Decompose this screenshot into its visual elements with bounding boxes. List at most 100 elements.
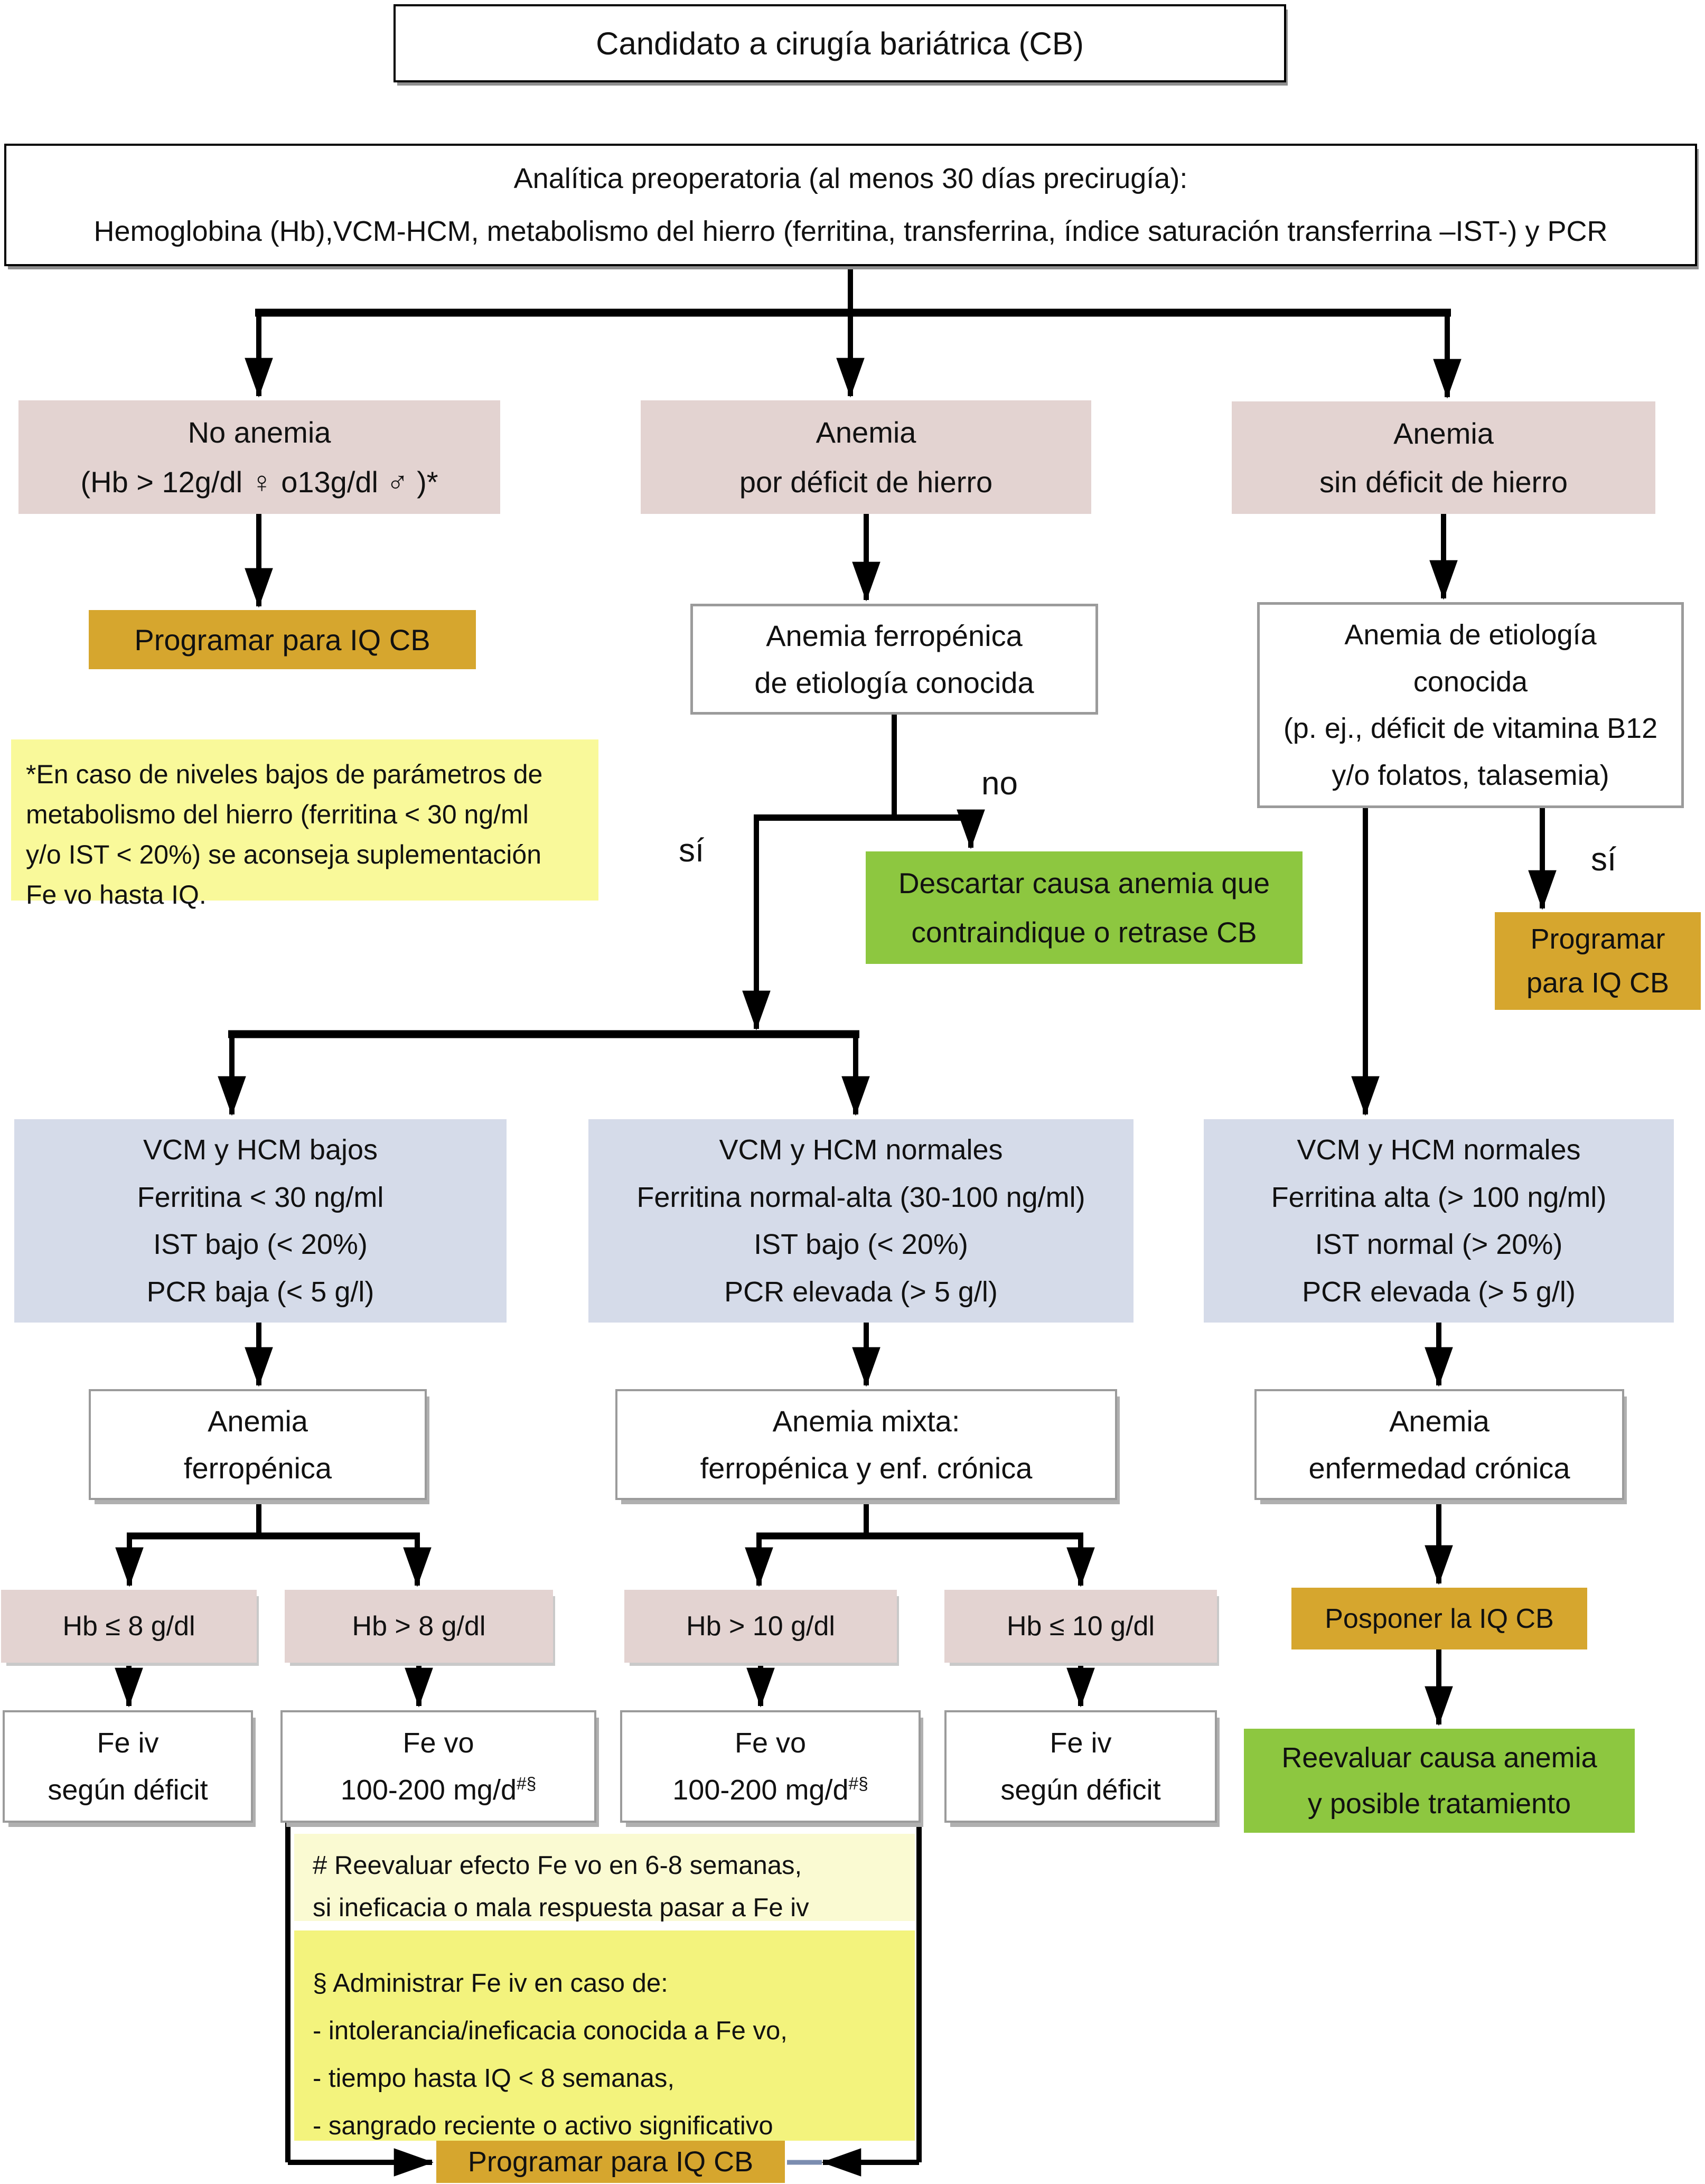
action-postpone-iq: Posponer la IQ CB bbox=[1291, 1588, 1587, 1649]
node-line: ferropénica bbox=[183, 1451, 332, 1485]
node-line: Anemia bbox=[1389, 1404, 1489, 1438]
footnote-line: # Reevaluar efecto Fe vo en 6-8 semanas, bbox=[313, 1851, 802, 1880]
footnote-line: metabolismo del hierro (ferritina < 30 n… bbox=[26, 800, 529, 829]
node-line: según déficit bbox=[48, 1774, 208, 1806]
node-line: IST bajo (< 20%) bbox=[153, 1229, 368, 1261]
node-line: y/o folatos, talasemia) bbox=[1332, 759, 1609, 791]
footnote-line: *En caso de niveles bajos de parámetros … bbox=[26, 760, 543, 789]
node-line: Fe iv bbox=[1050, 1727, 1112, 1759]
node-line: 100-200 mg/d#§ bbox=[283, 1774, 594, 1806]
analytics-line2: Hemoglobina (Hb),VCM-HCM, metabolismo de… bbox=[93, 215, 1608, 248]
node-anemia-no-iron-deficit: Anemia sin déficit de hierro bbox=[1232, 401, 1655, 514]
node-line: Hb > 10 g/dl bbox=[686, 1611, 835, 1642]
node-line: Ferritina normal-alta (30-100 ng/ml) bbox=[636, 1181, 1085, 1213]
label-no: no bbox=[981, 765, 1018, 802]
node-line: Posponer la IQ CB bbox=[1325, 1603, 1554, 1634]
fe-vo-dose: 100-200 mg/d bbox=[340, 1774, 517, 1806]
node-line: Ferritina < 30 ng/ml bbox=[137, 1181, 384, 1213]
node-line: 100-200 mg/d#§ bbox=[622, 1774, 919, 1806]
node-line: (Hb > 12g/dl ♀ o13g/dl ♂ )* bbox=[80, 465, 438, 499]
node-line: IST bajo (< 20%) bbox=[754, 1229, 968, 1261]
node-line: (p. ej., déficit de vitamina B12 bbox=[1283, 713, 1658, 745]
tx-fe-iv-right: Fe iv según déficit bbox=[944, 1710, 1217, 1823]
node-line: VCM y HCM normales bbox=[1297, 1134, 1581, 1166]
node-line: VCM y HCM bajos bbox=[143, 1134, 378, 1166]
footnote-line: si ineficacia o mala respuesta pasar a F… bbox=[313, 1894, 809, 1922]
node-anemia-iron-deficit: Anemia por déficit de hierro bbox=[641, 400, 1091, 514]
labs-ferropenic: VCM y HCM bajos Ferritina < 30 ng/ml IST… bbox=[14, 1119, 507, 1323]
node-line: Anemia ferropénica bbox=[766, 619, 1023, 653]
labs-mixed: VCM y HCM normales Ferritina normal-alta… bbox=[588, 1119, 1133, 1323]
footnote-line: y/o IST < 20%) se aconseja suplementació… bbox=[26, 840, 542, 869]
footnote-line: - intolerancia/ineficacia conocida a Fe … bbox=[313, 2017, 788, 2045]
node-line: Fe vo bbox=[402, 1727, 474, 1759]
title-box: Candidato a cirugía bariátrica (CB) bbox=[394, 4, 1286, 82]
node-line: Fe iv bbox=[97, 1727, 159, 1759]
label-yes-right: sí bbox=[1591, 841, 1617, 878]
node-line: VCM y HCM normales bbox=[719, 1134, 1003, 1166]
footnote-line: - tiempo hasta IQ < 8 semanas, bbox=[313, 2064, 674, 2093]
action-schedule-iq-bottom: Programar para IQ CB bbox=[436, 2141, 785, 2183]
hb-le-10: Hb ≤ 10 g/dl bbox=[944, 1590, 1217, 1663]
dx-mixed: Anemia mixta: ferropénica y enf. crónica bbox=[615, 1389, 1117, 1500]
node-no-anemia: No anemia (Hb > 12g/dl ♀ o13g/dl ♂ )* bbox=[18, 400, 500, 514]
node-line: Ferritina alta (> 100 ng/ml) bbox=[1271, 1181, 1607, 1213]
node-line: IST normal (> 20%) bbox=[1315, 1229, 1563, 1261]
node-line: y posible tratamiento bbox=[1307, 1787, 1571, 1820]
analytics-line1: Analítica preoperatoria (al menos 30 día… bbox=[513, 162, 1188, 194]
node-line: Programar bbox=[1530, 923, 1665, 955]
footnote-hash: # Reevaluar efecto Fe vo en 6-8 semanas,… bbox=[294, 1834, 915, 1922]
action-reevaluate: Reevaluar causa anemia y posible tratami… bbox=[1244, 1729, 1635, 1833]
node-line: No anemia bbox=[188, 416, 331, 449]
fe-vo-footnote-marks: #§ bbox=[848, 1774, 868, 1794]
tx-fe-iv-left: Fe iv según déficit bbox=[3, 1710, 253, 1823]
node-line: Programar para IQ CB bbox=[134, 623, 430, 657]
node-line: para IQ CB bbox=[1526, 967, 1670, 999]
node-line: Descartar causa anemia que bbox=[898, 867, 1270, 900]
node-line: Hb ≤ 10 g/dl bbox=[1006, 1611, 1155, 1642]
node-line: PCR elevada (> 5 g/l) bbox=[724, 1276, 998, 1308]
footnote-line: Fe vo hasta IQ. bbox=[26, 880, 207, 910]
node-line: Anemia bbox=[1393, 416, 1494, 450]
node-line: Programar para IQ CB bbox=[467, 2146, 754, 2178]
node-line: de etiología conocida bbox=[754, 665, 1034, 699]
node-line: por déficit de hierro bbox=[739, 465, 993, 499]
node-line: contraindique o retrase CB bbox=[911, 915, 1257, 949]
node-line: Fe vo bbox=[734, 1727, 807, 1759]
node-line: Reevaluar causa anemia bbox=[1281, 1742, 1597, 1774]
node-line: Anemia mixta: bbox=[772, 1404, 960, 1438]
node-line: sin déficit de hierro bbox=[1319, 465, 1568, 499]
footnote-line: § Administrar Fe iv en caso de: bbox=[313, 1969, 668, 1998]
tx-fe-vo-right: Fe vo 100-200 mg/d#§ bbox=[620, 1710, 921, 1823]
action-discard-cause: Descartar causa anemia que contraindique… bbox=[866, 851, 1303, 964]
footnote-section: § Administrar Fe iv en caso de: - intole… bbox=[294, 1930, 915, 2141]
node-line: ferropénica y enf. crónica bbox=[700, 1451, 1033, 1485]
node-line: Hb ≤ 8 g/dl bbox=[62, 1611, 195, 1642]
fe-vo-footnote-marks: #§ bbox=[517, 1774, 537, 1794]
node-line: según déficit bbox=[1000, 1774, 1161, 1806]
node-line: Hb > 8 g/dl bbox=[352, 1611, 486, 1642]
node-line: Anemia bbox=[208, 1404, 308, 1438]
analytics-box: Analítica preoperatoria (al menos 30 día… bbox=[4, 144, 1697, 266]
hb-gt-8: Hb > 8 g/dl bbox=[285, 1590, 553, 1663]
node-ferropenic-known-etiology: Anemia ferropénica de etiología conocida bbox=[690, 604, 1098, 715]
node-line: Anemia bbox=[816, 416, 916, 449]
tx-fe-vo-left: Fe vo 100-200 mg/d#§ bbox=[280, 1710, 596, 1823]
footnote-star: *En caso de niveles bajos de parámetros … bbox=[11, 739, 598, 910]
action-schedule-iq-right: Programar para IQ CB bbox=[1495, 912, 1701, 1010]
node-line: Anemia de etiología bbox=[1344, 619, 1597, 651]
node-line: enfermedad crónica bbox=[1308, 1451, 1570, 1485]
dx-ferropenic: Anemia ferropénica bbox=[89, 1389, 427, 1500]
dx-chronic: Anemia enfermedad crónica bbox=[1254, 1389, 1624, 1500]
hb-gt-10: Hb > 10 g/dl bbox=[624, 1590, 897, 1663]
node-line: conocida bbox=[1413, 665, 1528, 698]
node-line: PCR elevada (> 5 g/l) bbox=[1302, 1276, 1576, 1308]
node-etiology-known: Anemia de etiología conocida (p. ej., dé… bbox=[1257, 602, 1684, 808]
label-yes-left: sí bbox=[679, 832, 705, 869]
node-line: PCR baja (< 5 g/l) bbox=[146, 1276, 374, 1308]
fe-vo-dose: 100-200 mg/d bbox=[672, 1774, 849, 1806]
page-title: Candidato a cirugía bariátrica (CB) bbox=[596, 25, 1084, 61]
action-schedule-iq-left: Programar para IQ CB bbox=[89, 610, 476, 669]
